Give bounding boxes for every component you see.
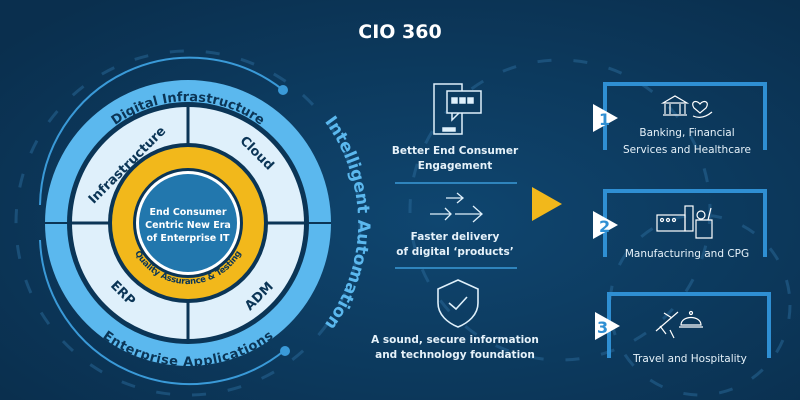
industry-line: Manufacturing and CPG: [625, 248, 749, 260]
svg-text:of Enterprise IT: of Enterprise IT: [146, 233, 230, 244]
fast-arrows-icon: [430, 192, 483, 223]
benefit-2-line-2: of digital ‘products’: [396, 246, 513, 258]
page-title: CIO 360: [358, 21, 441, 43]
industry-line: Banking, Financial: [639, 127, 734, 139]
number-triangle: [593, 211, 618, 239]
industry-line: Travel and Hospitality: [632, 353, 747, 365]
arc-dot: [280, 346, 290, 356]
benefit-2-line-1: Faster delivery: [411, 231, 500, 243]
industry-number: 1: [599, 110, 610, 129]
industry-3: 3 Travel and Hospitality: [595, 292, 771, 365]
yellow-arrow-icon: [532, 187, 562, 221]
svg-text:End Consumer: End Consumer: [149, 207, 226, 218]
bank-health-icon: [660, 95, 713, 118]
benefit-1-line-2: Engagement: [418, 160, 492, 172]
industry-2: 2 Manufacturing and CPG: [593, 189, 767, 260]
arc-dot: [278, 85, 288, 95]
factory-grocery-icon: [656, 205, 713, 239]
wheel: Digital Infrastructure Enterprise Applic…: [39, 56, 373, 385]
benefit-3-line-1: A sound, secure information: [371, 334, 539, 346]
shield-check-icon: [437, 279, 479, 328]
industry-number: 3: [597, 318, 608, 337]
benefit-3-line-2: and technology foundation: [375, 349, 535, 361]
industry-number: 2: [599, 217, 610, 236]
center-text: End Consumer Centric New Era of Enterpri…: [145, 207, 231, 244]
number-triangle: [595, 312, 620, 340]
chat-phone-icon: [433, 83, 482, 135]
svg-text:Centric New Era: Centric New Era: [145, 220, 231, 231]
industry-1: 1 Banking, Financial Services and Health…: [593, 82, 767, 156]
plane-cloche-icon: [655, 310, 703, 339]
industry-line: Services and Healthcare: [623, 144, 751, 156]
outer-arc-bottom: [39, 239, 286, 385]
benefits: Better End Consumer Engagement Faster de…: [371, 83, 539, 361]
number-triangle: [593, 104, 618, 132]
benefit-1-line-1: Better End Consumer: [392, 145, 519, 157]
center-circle: [139, 174, 237, 272]
outer-arc-top: [39, 56, 284, 206]
